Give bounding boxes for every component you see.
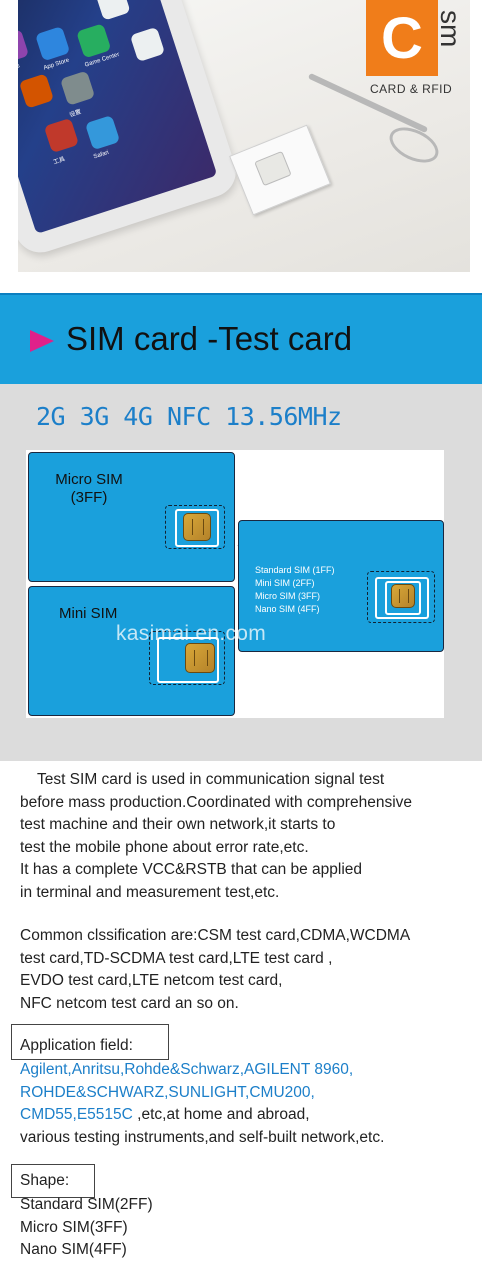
sim-frame	[157, 637, 219, 683]
mini-sim-card: Mini SIM	[28, 586, 235, 716]
text-line: It has a complete VCC&RSTB that can be a…	[20, 861, 363, 878]
books-icon	[18, 73, 55, 109]
watermark: kasimai.en.com	[116, 622, 267, 645]
text-span: CMD55,E5515C	[20, 1106, 138, 1123]
game-center-icon	[76, 23, 112, 59]
list-item: Micro SIM(3FF)	[20, 1218, 128, 1236]
standard-sim-card: Standard SIM (1FF) Mini SIM (2FF) Micro …	[238, 520, 444, 652]
sim-chip	[254, 150, 292, 187]
application-title-box	[11, 1024, 169, 1060]
app-label: Safari	[92, 149, 110, 161]
sim-frame	[175, 509, 219, 547]
sim-chip	[183, 513, 211, 541]
shape-title-box	[11, 1164, 95, 1198]
sim-chip	[391, 584, 415, 608]
shape-title: Shape:	[20, 1172, 70, 1189]
text-line: test the mobile phone about error rate,e…	[20, 838, 309, 856]
chart-app-icon	[129, 26, 166, 63]
text-line: in terminal and measurement test,etc.	[20, 883, 280, 901]
banner-title: SIM card -Test card	[66, 320, 353, 357]
shape-list: Standard SIM(2FF) Micro SIM(3FF) Nano SI…	[20, 1194, 482, 1262]
micro-sim-small-label: Micro SIM (3FF)	[255, 591, 320, 601]
text-line: test card,TD-SCDMA test card,LTE test ca…	[20, 949, 333, 967]
diagram-panel: 2G 3G 4G NFC 13.56MHz Micro SIM (3FF) Mi…	[0, 384, 482, 761]
text-line: Test SIM card is used in communication s…	[20, 771, 385, 788]
app-label: 工具	[52, 156, 66, 167]
logo-side-text: sm	[435, 10, 466, 48]
app-label: iTunes	[18, 63, 21, 75]
brand-logo: C sm CARD & RFID	[366, 0, 466, 100]
itunes-icon	[18, 28, 30, 65]
sim-cutout	[367, 571, 435, 623]
play-arrow-icon	[30, 330, 54, 352]
app-label: 设置	[68, 109, 83, 119]
logo-letter: C	[366, 0, 438, 76]
micro-sim-label-line1: Micro SIM	[55, 471, 123, 488]
list-item: Nano SIM(4FF)	[20, 1241, 127, 1258]
application-title: Application field:	[20, 1037, 133, 1054]
sim-cutout	[149, 631, 225, 685]
phone-image: iTunes App Store Game Center 设置 工具 Safar…	[18, 0, 243, 260]
micro-sim-card: Micro SIM (3FF)	[28, 452, 235, 582]
intro-paragraph: Test SIM card is used in communication s…	[20, 769, 482, 904]
sim-frame	[375, 577, 429, 619]
text-line: ROHDE&SCHWARZ,SUNLIGHT,CMU200,	[20, 1083, 315, 1101]
safari-icon	[84, 115, 121, 151]
mini-sim-small-label: Mini SIM (2FF)	[255, 578, 315, 588]
text-line: test machine and their own network,it st…	[20, 816, 336, 833]
section-banner: SIM card -Test card	[0, 293, 482, 386]
text-line: EVDO test card,LTE netcom test card,	[20, 972, 283, 989]
standard-sim-label: Standard SIM (1FF)	[255, 565, 335, 575]
tools-icon	[43, 117, 80, 154]
sim-tray	[229, 124, 331, 216]
frequency-bands: 2G 3G 4G NFC 13.56MHz	[36, 402, 342, 431]
sim-cutout	[165, 505, 225, 549]
settings-icon	[59, 70, 96, 106]
sim-diagram: Micro SIM (3FF) Mini SIM Standard SIM (1…	[26, 450, 444, 718]
sim-inner-frame	[385, 581, 421, 615]
text-line: CMD55,E5515C ,etc,at home and abroad,	[20, 1104, 482, 1127]
phone-screen: iTunes App Store Game Center 设置 工具 Safar…	[18, 0, 218, 234]
logo-tagline: CARD & RFID	[370, 82, 453, 96]
sim-chip	[185, 643, 215, 673]
app-store-icon	[34, 26, 71, 62]
list-item: Standard SIM(2FF)	[20, 1196, 153, 1213]
text-span: ,etc,at home and abroad,	[137, 1106, 310, 1123]
micro-sim-label: Micro SIM (3FF)	[49, 471, 129, 507]
classification-paragraph: Common clssification are:CSM test card,C…	[20, 925, 482, 1015]
nano-sim-small-label: Nano SIM (4FF)	[255, 604, 320, 614]
text-line: various testing instruments,and self-bui…	[20, 1128, 385, 1146]
text-line: NFC netcom test card an so on.	[20, 994, 239, 1012]
micro-sim-label-line2: (3FF)	[70, 489, 108, 506]
clock-icon	[95, 0, 131, 21]
application-paragraph: Agilent,Anritsu,Rohde&Schwarz,AGILENT 89…	[20, 1059, 482, 1149]
text-line: before mass production.Coordinated with …	[20, 793, 413, 811]
text-line: Agilent,Anritsu,Rohde&Schwarz,AGILENT 89…	[20, 1061, 354, 1078]
text-line: Common clssification are:CSM test card,C…	[20, 927, 411, 944]
mini-sim-label: Mini SIM	[59, 605, 118, 622]
